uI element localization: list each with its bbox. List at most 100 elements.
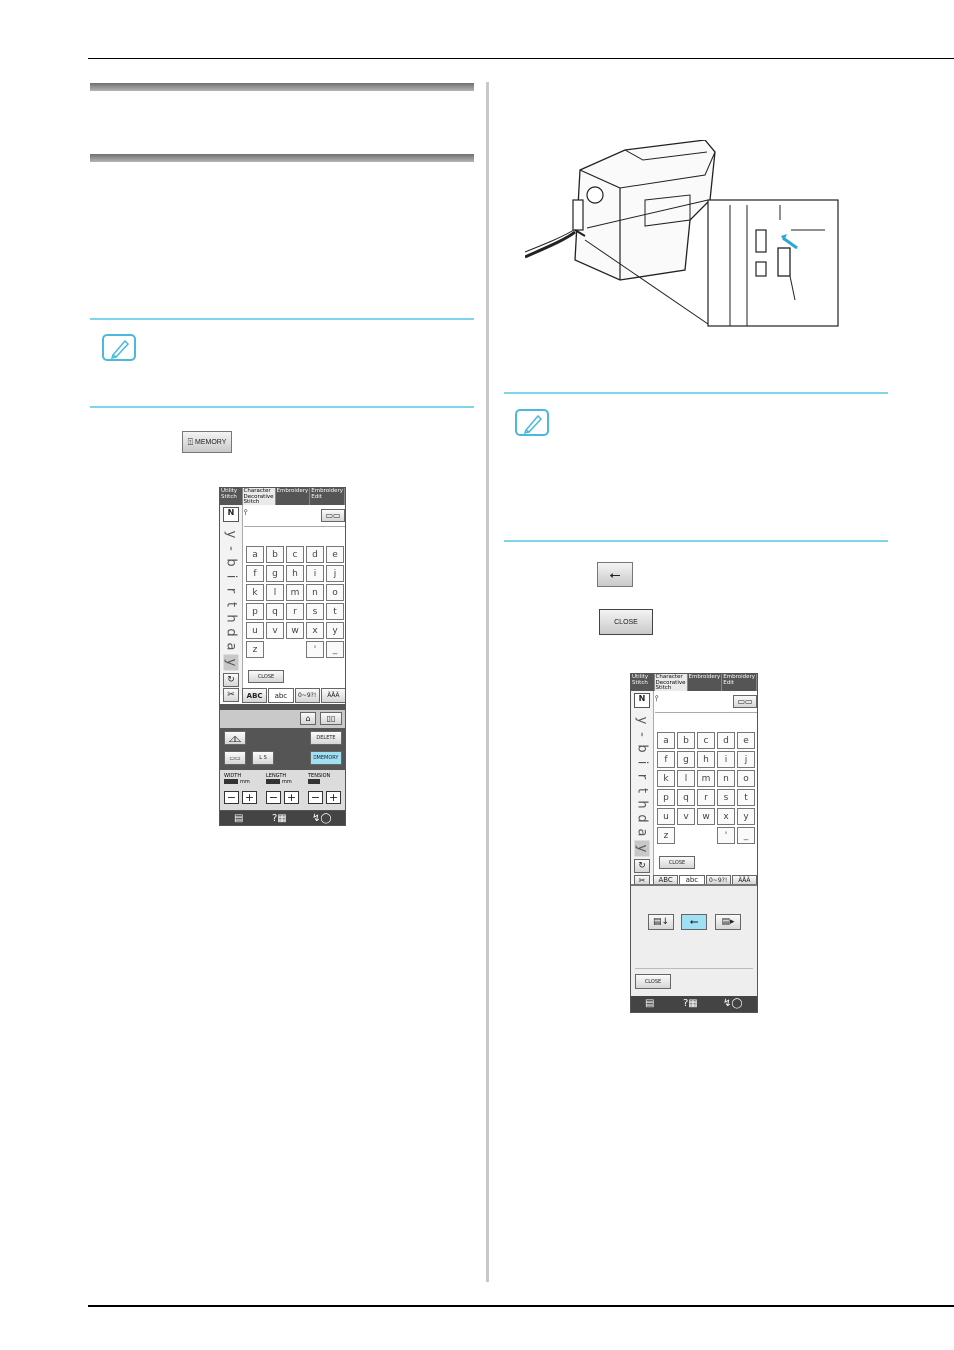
screen1-close-button[interactable]: CLOSE [248, 670, 284, 683]
screen2-settings-icon[interactable]: ↯◯ [723, 998, 743, 1009]
key[interactable]: a [657, 732, 675, 749]
screen2-n-label[interactable]: N [634, 693, 650, 708]
key[interactable]: s [717, 789, 735, 806]
key[interactable]: v [266, 622, 284, 639]
key[interactable]: n [717, 770, 735, 787]
tab-embroidery[interactable]: Embroidery [687, 674, 723, 691]
machine-memory-icon[interactable]: ▤↓ [648, 914, 674, 930]
popup-close-button[interactable]: CLOSE [635, 974, 671, 989]
key[interactable]: j [737, 751, 755, 768]
scissors-icon[interactable]: ✂ [223, 688, 239, 702]
width-plus-button[interactable]: + [242, 791, 257, 804]
key[interactable]: o [326, 584, 344, 601]
delete-button[interactable]: DELETE [310, 731, 342, 745]
key[interactable]: e [326, 546, 344, 563]
key[interactable]: ' [306, 641, 324, 658]
key[interactable]: f [246, 565, 264, 582]
key[interactable]: c [697, 732, 715, 749]
rotate-icon[interactable]: ↻ [634, 859, 650, 873]
tab-utility-stitch[interactable]: Utility Stitch [220, 488, 243, 505]
key[interactable]: o [737, 770, 755, 787]
screen2-close-button[interactable]: CLOSE [659, 856, 695, 869]
tension-plus-button[interactable]: + [326, 791, 341, 804]
screen1-help-icon[interactable]: ?▦ [272, 813, 287, 824]
key[interactable]: a [246, 546, 264, 563]
key[interactable]: _ [737, 827, 755, 844]
key[interactable]: q [677, 789, 695, 806]
screen1-settings-icon[interactable]: ↯◯ [312, 813, 332, 824]
key[interactable]: l [677, 770, 695, 787]
key[interactable]: k [657, 770, 675, 787]
key[interactable]: n [306, 584, 324, 601]
key[interactable]: s [306, 603, 324, 620]
screen1-n-label[interactable]: N [223, 507, 239, 522]
usb-icon[interactable]: ⭠ [681, 914, 707, 930]
computer-icon[interactable]: ▤▸ [715, 914, 741, 930]
key[interactable]: h [286, 565, 304, 582]
memory-button[interactable]: ⍐MEMORY [310, 751, 342, 765]
mirror-icon[interactable]: ◿◺ [224, 731, 246, 745]
font-tab-numbers[interactable]: 0~9?! [294, 688, 320, 703]
screen2-book-icon[interactable]: ▭▭ [733, 695, 757, 708]
key[interactable]: q [266, 603, 284, 620]
screen1-page-icon[interactable]: ▤ [234, 813, 244, 824]
key[interactable]: p [657, 789, 675, 806]
key[interactable]: w [286, 622, 304, 639]
screen1-book-icon[interactable]: ▭▭ [321, 509, 345, 522]
tab-character-decorative[interactable]: Character Decorative Stitch [242, 488, 276, 505]
tab-utility-stitch[interactable]: Utility Stitch [631, 674, 655, 691]
key[interactable]: t [737, 789, 755, 806]
key[interactable]: k [246, 584, 264, 601]
key[interactable]: r [697, 789, 715, 806]
key[interactable]: c [286, 546, 304, 563]
key[interactable]: r [286, 603, 304, 620]
length-plus-button[interactable]: + [284, 791, 299, 804]
key[interactable]: i [717, 751, 735, 768]
key[interactable]: l [266, 584, 284, 601]
key[interactable]: f [657, 751, 675, 768]
key[interactable]: e [737, 732, 755, 749]
font-tab-abc-upper[interactable]: ABC [242, 688, 268, 703]
key[interactable]: _ [326, 641, 344, 658]
key[interactable]: u [657, 808, 675, 825]
key[interactable]: m [697, 770, 715, 787]
key[interactable]: y [326, 622, 344, 639]
key[interactable]: i [306, 565, 324, 582]
key[interactable]: z [657, 827, 675, 844]
tab-embroidery-edit[interactable]: Embroidery Edit [722, 674, 757, 691]
tab-embroidery[interactable]: Embroidery [275, 488, 311, 505]
key[interactable]: b [677, 732, 695, 749]
screen1-book2-icon[interactable]: ▯▯ [320, 712, 342, 725]
font-tab-abc-lower[interactable]: abc [268, 688, 294, 703]
tension-minus-button[interactable]: − [308, 791, 323, 804]
key[interactable]: x [717, 808, 735, 825]
key[interactable]: d [717, 732, 735, 749]
tab-character-decorative[interactable]: Character Decorative Stitch [654, 674, 688, 691]
key[interactable]: z [246, 641, 264, 658]
key[interactable]: g [266, 565, 284, 582]
key[interactable]: p [246, 603, 264, 620]
tab-embroidery-edit[interactable]: Embroidery Edit [310, 488, 345, 505]
key[interactable]: w [697, 808, 715, 825]
elongate-icon[interactable]: ▭▭ [224, 751, 246, 765]
key[interactable]: u [246, 622, 264, 639]
screen2-page-icon[interactable]: ▤ [645, 998, 655, 1009]
key[interactable]: j [326, 565, 344, 582]
key[interactable]: b [266, 546, 284, 563]
key[interactable]: m [286, 584, 304, 601]
length-minus-button[interactable]: − [266, 791, 281, 804]
screen1-lock-icon[interactable]: ⌂ [300, 712, 316, 725]
width-minus-button[interactable]: − [224, 791, 239, 804]
screen2-help-icon[interactable]: ?▦ [683, 998, 698, 1009]
key[interactable]: ' [717, 827, 735, 844]
size-button[interactable]: L S [252, 751, 274, 765]
key[interactable]: g [677, 751, 695, 768]
key[interactable]: v [677, 808, 695, 825]
key[interactable]: d [306, 546, 324, 563]
key[interactable]: x [306, 622, 324, 639]
font-tab-accented[interactable]: ÄÅÄ [320, 688, 345, 703]
rotate-icon[interactable]: ↻ [223, 673, 239, 687]
key[interactable]: y [737, 808, 755, 825]
key[interactable]: t [326, 603, 344, 620]
key[interactable]: h [697, 751, 715, 768]
